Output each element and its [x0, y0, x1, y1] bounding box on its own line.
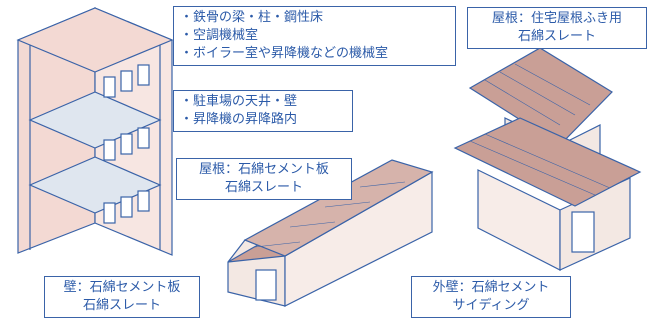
house-lower-roof: [453, 117, 642, 207]
house: [453, 47, 642, 271]
callout-house-wall-line-1: 外壁：石綿セメント: [432, 280, 550, 295]
callout-warehouse-wall-line-1: 壁：石綿セメント板: [63, 280, 181, 295]
callout-house-wall-line-2: サイディング: [452, 298, 530, 313]
windows-upper: [103, 64, 150, 98]
warehouse: [227, 159, 434, 307]
callout-parking-line-1: 駐車場の天井・壁: [180, 93, 346, 111]
multi-story-building: [16, 7, 174, 256]
callout-house-roof: 屋根：住宅屋根ふき用 石綿スレート: [467, 7, 647, 49]
windows-middle: [103, 127, 150, 161]
callout-warehouse-wall-line-2: 石綿スレート: [82, 298, 161, 313]
callout-warehouse-roof: 屋根：石綿セメント板 石綿スレート: [176, 158, 352, 200]
callout-warehouse-wall: 壁：石綿セメント板 石綿スレート: [44, 276, 200, 318]
windows-lower: [103, 190, 150, 224]
warehouse-door: [255, 269, 277, 301]
warehouse-roof-ribs: [254, 181, 406, 248]
callout-house-roof-line-2: 石綿スレート: [517, 29, 596, 44]
callout-steel-building: 鉄骨の梁・柱・鋼性床 空調機械室 ボイラー室や昇降機などの機械室: [173, 6, 456, 66]
callout-warehouse-roof-line-1: 屋根：石綿セメント板: [199, 162, 329, 177]
building-roof-slab: [16, 7, 174, 73]
callout-steel-line-2: 空調機械室: [180, 27, 449, 45]
house-roof-ribs: [469, 63, 611, 196]
callout-parking: 駐車場の天井・壁 昇降機の昇降路内: [173, 90, 353, 132]
callout-house-wall: 外壁：石綿セメント サイディング: [411, 276, 571, 318]
callout-steel-line-1: 鉄骨の梁・柱・鋼性床: [180, 9, 449, 27]
callout-steel-line-3: ボイラー室や昇降機などの機械室: [180, 45, 449, 63]
callout-warehouse-roof-line-2: 石綿スレート: [224, 180, 303, 195]
callout-house-roof-line-1: 屋根：住宅屋根ふき用: [491, 11, 622, 26]
callout-parking-line-2: 昇降機の昇降路内: [180, 111, 346, 129]
house-door: [571, 211, 595, 253]
